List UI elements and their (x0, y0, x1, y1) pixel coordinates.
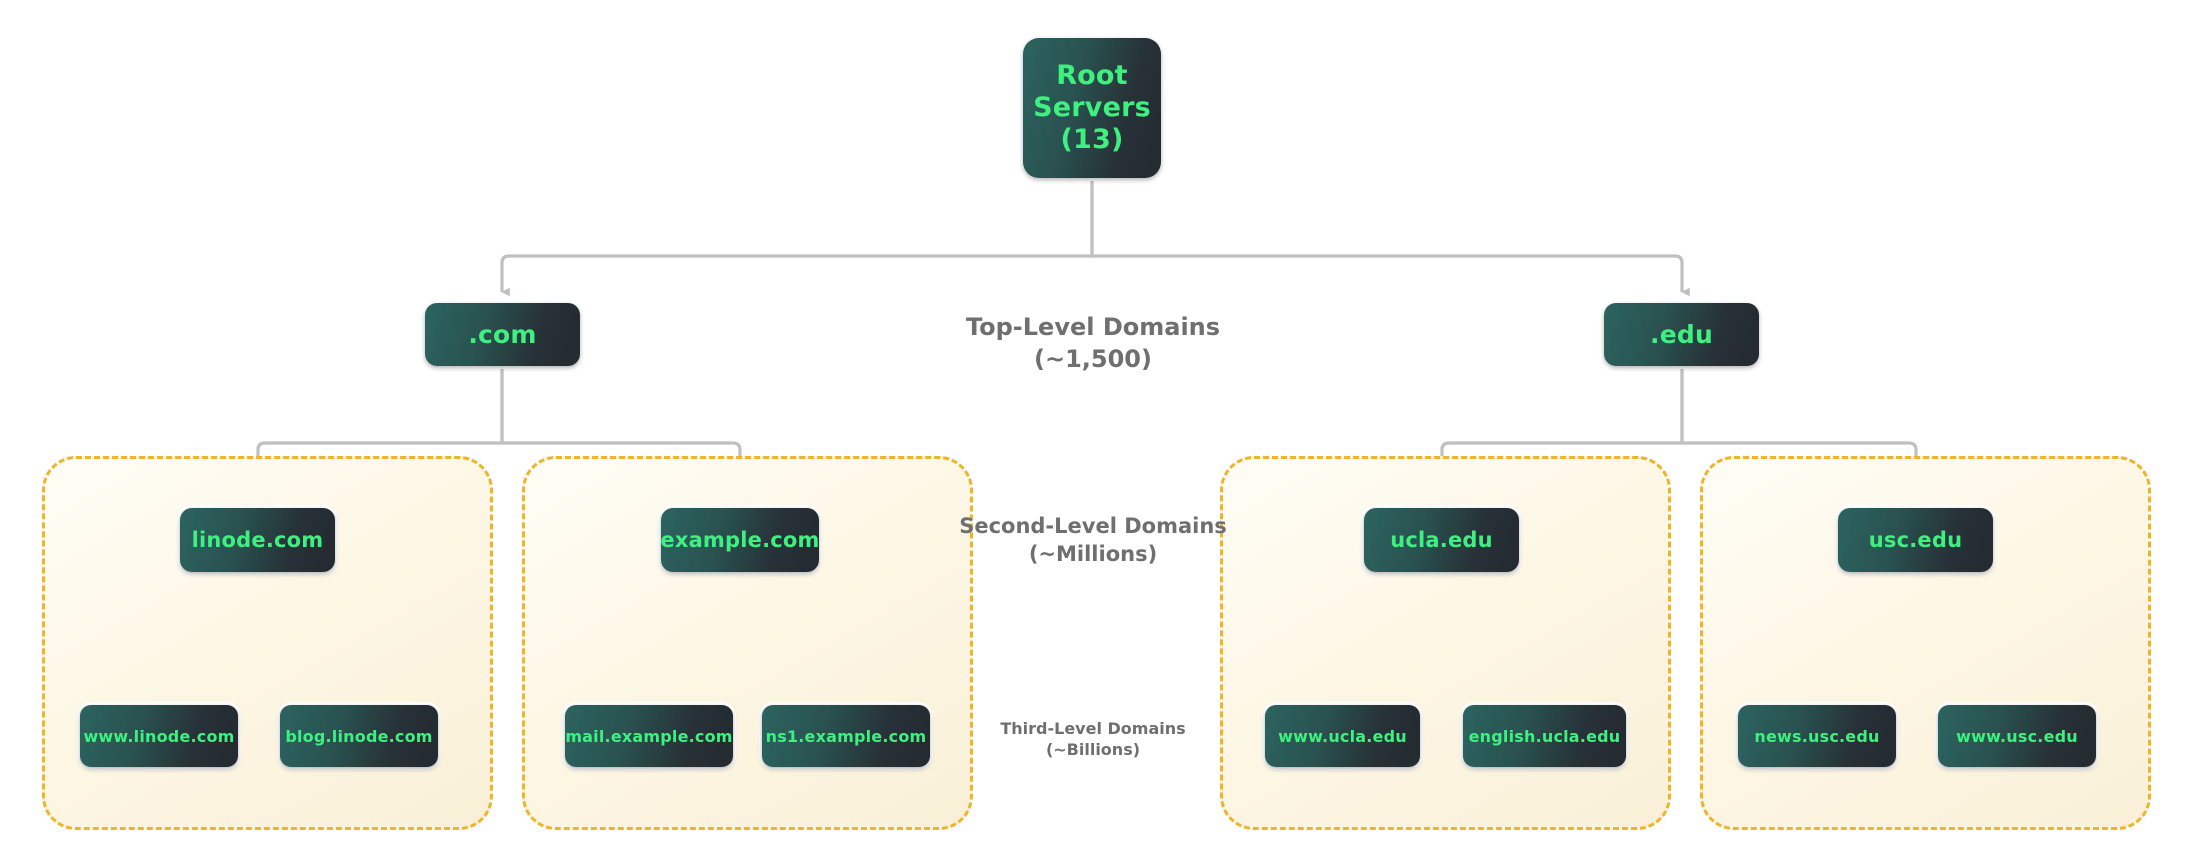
tier-label-top-level: Top-Level Domains (~1,500) (965, 313, 1221, 373)
connector-root-to-edu (1090, 178, 1690, 297)
node-third-www-ucla-edu[interactable]: www.ucla.edu (1265, 705, 1420, 767)
node-third-news-usc-edu[interactable]: news.usc.edu (1738, 705, 1896, 767)
node-tld-com[interactable]: .com (425, 303, 580, 366)
node-root-servers[interactable]: Root Servers (13) (1023, 38, 1161, 178)
node-sld-linode-com[interactable]: linode.com (180, 508, 335, 572)
node-sld-example-com[interactable]: example.com (660, 508, 819, 572)
node-third-blog-linode-com[interactable]: blog.linode.com (280, 705, 438, 767)
node-sld-ucla-edu[interactable]: ucla.edu (1364, 508, 1519, 572)
connector-root-to-com (500, 178, 1094, 297)
tier-label-third-level: Third-Level Domains (~Billions) (1000, 719, 1186, 760)
tier-label-second-level: Second-Level Domains (~Millions) (959, 514, 1227, 566)
node-third-www-linode-com[interactable]: www.linode.com (80, 705, 238, 767)
node-third-www-usc-edu[interactable]: www.usc.edu (1938, 705, 2096, 767)
node-tld-edu[interactable]: .edu (1604, 303, 1759, 366)
node-third-ns1-example-com[interactable]: ns1.example.com (762, 705, 930, 767)
node-third-mail-example-com[interactable]: mail.example.com (565, 705, 733, 767)
node-third-english-ucla-edu[interactable]: english.ucla.edu (1463, 705, 1626, 767)
node-sld-usc-edu[interactable]: usc.edu (1838, 508, 1993, 572)
